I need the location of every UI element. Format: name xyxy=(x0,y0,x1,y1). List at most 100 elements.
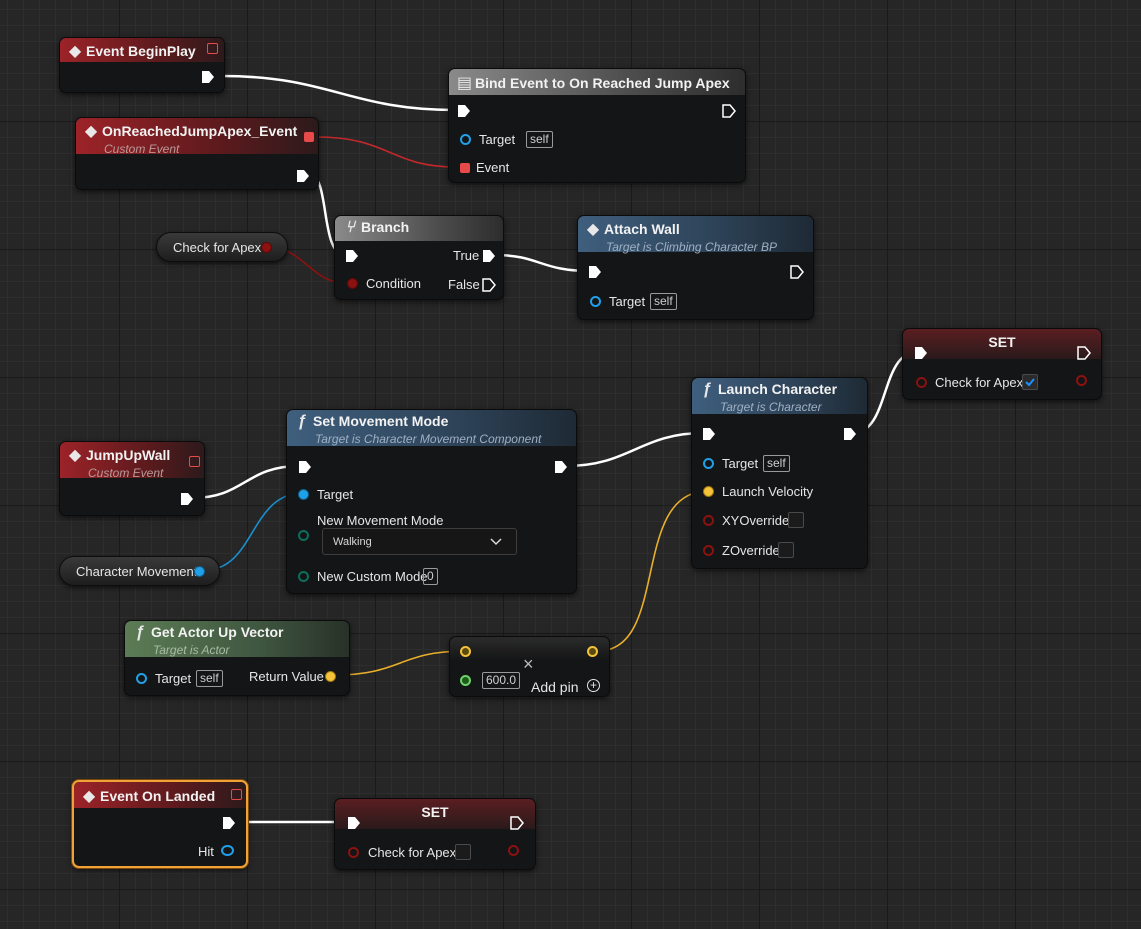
delegate-pin-icon[interactable] xyxy=(304,132,314,142)
checkmark-icon xyxy=(1025,378,1035,387)
node-title: Bind Event to On Reached Jump Apex xyxy=(475,75,730,91)
add-pin-icon[interactable]: + xyxy=(587,679,600,692)
target-pin[interactable] xyxy=(298,489,309,500)
value-checkbox[interactable] xyxy=(455,844,471,860)
new-custom-mode-label: New Custom Mode xyxy=(317,569,428,584)
variable-label: Check for Apex xyxy=(935,375,1024,390)
bind-event-node[interactable]: ▤Bind Event to On Reached Jump Apex Targ… xyxy=(448,68,746,183)
target-pin[interactable] xyxy=(460,134,471,145)
vector-in-pin[interactable] xyxy=(460,646,471,657)
float-value[interactable]: 600.0 xyxy=(482,672,521,689)
node-subtitle: Target is Actor xyxy=(153,643,230,657)
target-self-value[interactable]: self xyxy=(650,293,677,310)
z-override-label: ZOverride xyxy=(722,543,780,558)
node-title: Branch xyxy=(361,219,410,235)
movement-mode-dropdown[interactable]: Walking xyxy=(322,528,517,555)
custom-mode-value[interactable]: 0 xyxy=(423,568,438,585)
boolean-out-pin[interactable] xyxy=(508,845,519,856)
target-pin[interactable] xyxy=(136,673,147,684)
launch-velocity-pin[interactable] xyxy=(703,486,714,497)
target-self-value[interactable]: self xyxy=(763,455,790,472)
launch-character-node[interactable]: ƒ Launch Character Target is Character Ta… xyxy=(691,377,868,569)
return-value-label: Return Value xyxy=(249,669,324,684)
target-label: Target xyxy=(722,456,759,471)
node-subtitle: Target is Climbing Character BP xyxy=(606,240,777,254)
branch-icon: ⑂ xyxy=(345,219,355,236)
target-label: Target xyxy=(609,294,646,309)
movement-mode-pin[interactable] xyxy=(298,530,309,541)
delegate-pin-icon[interactable] xyxy=(189,456,200,467)
xy-override-label: XYOverride xyxy=(722,513,790,528)
return-value-pin[interactable] xyxy=(325,671,336,682)
variable-label: Check for Apex xyxy=(173,240,262,255)
target-label: Target xyxy=(479,132,516,147)
target-pin[interactable] xyxy=(590,296,601,307)
bind-event-icon: ▤ xyxy=(457,75,473,92)
custom-mode-pin[interactable] xyxy=(298,571,309,582)
node-title: OnReachedJumpApex_Event xyxy=(102,123,298,139)
node-title: Event On Landed xyxy=(100,788,216,804)
hit-out-pin[interactable] xyxy=(221,845,234,856)
branch-node[interactable]: ⑂Branch True Condition False xyxy=(334,215,504,300)
target-label: Target xyxy=(317,487,354,502)
add-pin-label[interactable]: Add pin xyxy=(531,679,579,695)
jump-up-wall-event-node[interactable]: ◆JumpUpWall Custom Event xyxy=(59,441,205,516)
event-on-landed-node[interactable]: ◆Event On Landed Hit xyxy=(72,780,248,868)
launch-velocity-label: Launch Velocity xyxy=(722,484,814,499)
multiply-node[interactable]: × 600.0 Add pin + xyxy=(449,636,610,697)
boolean-in-pin[interactable] xyxy=(916,377,927,388)
true-label: True xyxy=(453,248,480,263)
character-movement-getter-node[interactable]: Character Movement xyxy=(59,556,220,586)
event-diamond-icon: ◆ xyxy=(586,221,600,238)
node-subtitle: Custom Event xyxy=(88,466,164,480)
event-diamond-icon: ◆ xyxy=(84,123,98,140)
function-f-icon: ƒ xyxy=(297,413,307,430)
function-f-icon: ƒ xyxy=(135,624,145,641)
z-override-pin[interactable] xyxy=(703,545,714,556)
node-subtitle: Target is Character Movement Component xyxy=(315,432,542,446)
hit-label: Hit xyxy=(198,844,214,859)
value-checkbox[interactable] xyxy=(1022,374,1038,390)
vector-out-pin[interactable] xyxy=(587,646,598,657)
event-beginplay-node[interactable]: ◆Event BeginPlay xyxy=(59,37,225,93)
set-check-for-apex-false-node[interactable]: SET Check for Apex xyxy=(334,798,536,870)
boolean-in-pin[interactable] xyxy=(348,847,359,858)
exec-wire-setmode-launch xyxy=(565,431,705,468)
node-title: Get Actor Up Vector xyxy=(151,624,284,640)
target-pin[interactable] xyxy=(703,458,714,469)
z-override-checkbox[interactable] xyxy=(778,542,794,558)
target-self-value[interactable]: self xyxy=(196,670,223,687)
node-subtitle: Custom Event xyxy=(104,142,180,156)
node-subtitle: Target is Character xyxy=(720,400,822,414)
object-out-pin[interactable] xyxy=(194,566,205,577)
check-for-apex-getter-node[interactable]: Check for Apex xyxy=(156,232,288,262)
set-check-for-apex-true-node[interactable]: SET Check for Apex xyxy=(902,328,1102,400)
event-delegate-pin[interactable] xyxy=(460,163,470,173)
event-diamond-icon: ◆ xyxy=(82,788,96,805)
attach-wall-node[interactable]: ◆Attach Wall Target is Climbing Characte… xyxy=(577,215,814,320)
boolean-out-pin[interactable] xyxy=(261,242,272,253)
xy-override-pin[interactable] xyxy=(703,515,714,526)
node-title: SET xyxy=(421,804,449,820)
condition-pin[interactable] xyxy=(347,278,358,289)
float-in-pin[interactable] xyxy=(460,675,471,686)
function-f-icon: ƒ xyxy=(702,381,712,398)
node-title: Event BeginPlay xyxy=(86,43,196,59)
delegate-pin-icon[interactable] xyxy=(207,43,218,54)
event-diamond-icon: ◆ xyxy=(68,447,82,464)
exec-wire-beginplay-bind xyxy=(221,74,456,112)
delegate-pin-icon[interactable] xyxy=(231,789,242,800)
on-reached-jump-apex-event-node[interactable]: ◆OnReachedJumpApex_Event Custom Event xyxy=(75,117,319,190)
xy-override-checkbox[interactable] xyxy=(788,512,804,528)
target-self-value[interactable]: self xyxy=(526,131,553,148)
node-title: Launch Character xyxy=(718,381,838,397)
variable-label: Character Movement xyxy=(76,564,198,579)
false-label: False xyxy=(448,277,480,292)
chevron-down-icon xyxy=(490,538,502,546)
vector-wire-upvector-multiply xyxy=(335,650,466,676)
boolean-out-pin[interactable] xyxy=(1076,375,1087,386)
node-title: Attach Wall xyxy=(604,221,680,237)
movement-mode-value: Walking xyxy=(333,536,372,548)
